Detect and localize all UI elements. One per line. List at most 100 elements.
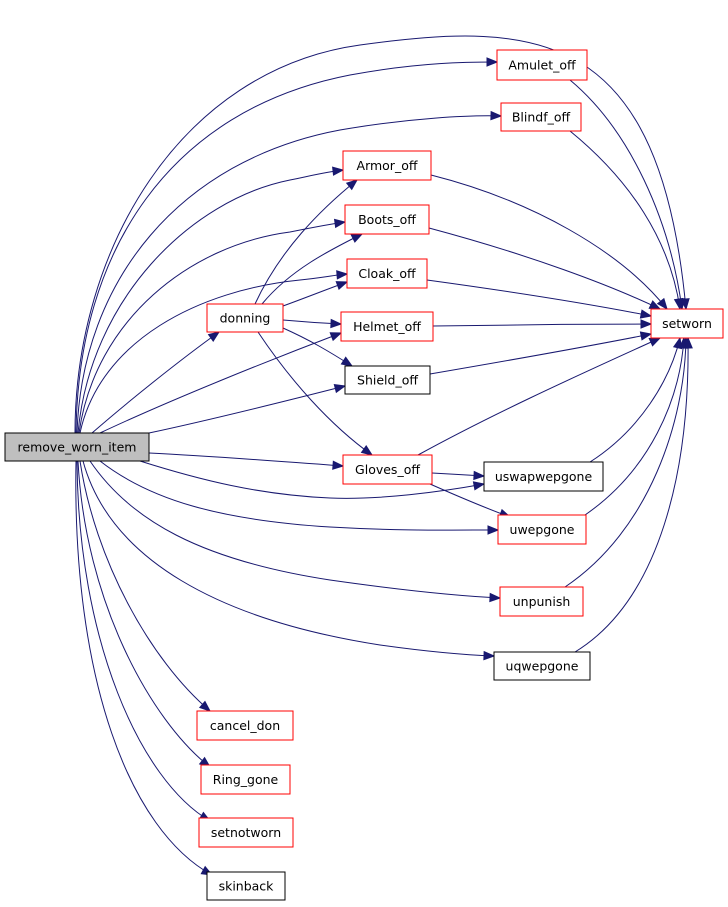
edge-line [99, 460, 499, 531]
edge-arrowhead [340, 356, 354, 367]
node-uwepgone[interactable]: uwepgone [497, 514, 587, 545]
edge-Amulet_off-to-setworn [569, 79, 686, 311]
node-armor-off[interactable]: Armor_off [342, 150, 432, 181]
edge-remove_worn_item-to-Armor_off [77, 166, 345, 434]
edge-remove_worn_item-to-Ring_gone [77, 460, 212, 768]
edge-remove_worn_item-to-donning [91, 331, 221, 434]
node-label: Gloves_off [355, 462, 420, 477]
edge-remove_worn_item-to-uswapwepgone [139, 460, 486, 499]
edge-arrowhead [683, 336, 693, 349]
edge-remove_worn_item-to-Amulet_off [75, 57, 499, 434]
edge-line [76, 460, 211, 822]
node-box [650, 308, 724, 339]
edge-donning-to-Helmet_off [282, 318, 343, 329]
node-label: Ring_gone [213, 772, 279, 787]
edge-Gloves_off-to-setworn [417, 337, 662, 456]
edge-donning-to-Armor_off [254, 179, 359, 305]
node-skinback[interactable]: skinback [206, 871, 286, 901]
node-box [198, 817, 294, 848]
edge-line [417, 337, 661, 456]
edge-remove_worn_item-to-Blindf_off [76, 110, 503, 434]
node-gloves-off[interactable]: Gloves_off [342, 454, 433, 485]
edge-arrowhead [332, 166, 345, 176]
node-unpunish[interactable]: unpunish [499, 586, 584, 617]
edge-uswapwepgone-to-setworn [589, 336, 683, 463]
node-box [344, 204, 430, 235]
node-cloak-off[interactable]: Cloak_off [346, 258, 428, 289]
node-ring-gone[interactable]: Ring_gone [200, 764, 291, 795]
edge-remove_worn_item-to-Gloves_off [148, 452, 345, 470]
node-boots-off[interactable]: Boots_off [344, 204, 430, 235]
node-box [497, 514, 587, 545]
node-box [493, 651, 591, 681]
edge-Helmet_off-to-setworn [432, 319, 653, 329]
node-label: skinback [219, 879, 275, 894]
edge-line [75, 61, 498, 434]
node-cancel-don[interactable]: cancel_don [196, 710, 294, 741]
edge-arrowhead [472, 481, 486, 491]
edge-uqwepgone-to-setworn [574, 336, 693, 653]
edge-arrowhead [483, 650, 496, 661]
edge-line [99, 332, 342, 434]
edge-remove_worn_item-to-Cloak_off [79, 270, 349, 434]
edge-line [82, 460, 495, 657]
edge-line [432, 323, 652, 327]
edge-Cloak_off-to-setworn [426, 279, 653, 319]
node-setworn[interactable]: setworn [650, 308, 724, 339]
node-uswapwepgone[interactable]: uswapwepgone [483, 461, 604, 492]
node-box [340, 311, 434, 342]
edge-line [76, 115, 502, 434]
edge-arrowhead [489, 592, 502, 603]
node-remove-worn-item: remove_worn_item [4, 432, 150, 462]
node-box [196, 710, 294, 741]
node-label: Amulet_off [508, 58, 576, 73]
node-shield-off[interactable]: Shield_off [344, 365, 431, 395]
edge-line [74, 35, 687, 434]
edge-line [254, 179, 358, 305]
edge-arrowhead [329, 332, 343, 342]
edge-line [148, 385, 346, 434]
edge-arrowhead [639, 309, 653, 319]
edge-remove_worn_item-to-uqwepgone [82, 460, 496, 661]
edge-arrowhead [672, 336, 683, 350]
node-box [342, 454, 433, 485]
edge-Blindf_off-to-setworn [569, 130, 684, 311]
node-setnotworn[interactable]: setnotworn [198, 817, 294, 848]
edge-donning-to-Cloak_off [282, 281, 349, 307]
edge-line [89, 460, 501, 599]
edge-line [429, 333, 652, 375]
edge-line [79, 273, 348, 434]
edge-arrowhead [333, 383, 347, 394]
node-label: remove_worn_item [18, 440, 137, 455]
node-label: Helmet_off [353, 319, 421, 334]
edge-arrowhead [335, 281, 349, 291]
edge-arrowhead [486, 57, 499, 67]
edge-arrowhead [656, 297, 668, 311]
node-box [342, 150, 432, 181]
edge-arrowhead [330, 318, 343, 329]
edge-Armor_off-to-setworn [430, 174, 668, 311]
edge-layer [74, 35, 693, 876]
node-box [346, 258, 428, 289]
node-donning[interactable]: donning [206, 303, 284, 333]
edge-line [77, 169, 344, 434]
node-amulet-off[interactable]: Amulet_off [496, 49, 588, 81]
edge-remove_worn_item-to-Helmet_off [99, 332, 343, 434]
edge-donning-to-Gloves_off [257, 331, 374, 456]
node-helmet-off[interactable]: Helmet_off [340, 311, 434, 342]
node-box [206, 871, 286, 901]
node-box [200, 764, 291, 795]
node-layer: remove_worn_item donning Amulet_offBlindf_… [4, 49, 724, 901]
edge-arrowhead [490, 110, 503, 121]
node-uqwepgone[interactable]: uqwepgone [493, 651, 591, 681]
edge-line [261, 233, 363, 305]
node-box [344, 365, 431, 395]
edge-arrowhead [345, 179, 359, 191]
edge-arrowhead [648, 337, 662, 347]
node-blindf-off[interactable]: Blindf_off [500, 102, 582, 132]
node-label: Shield_off [357, 373, 418, 388]
node-label: Boots_off [358, 212, 416, 227]
edge-remove_worn_item-to-Boots_off [78, 218, 347, 434]
node-box [4, 432, 150, 462]
